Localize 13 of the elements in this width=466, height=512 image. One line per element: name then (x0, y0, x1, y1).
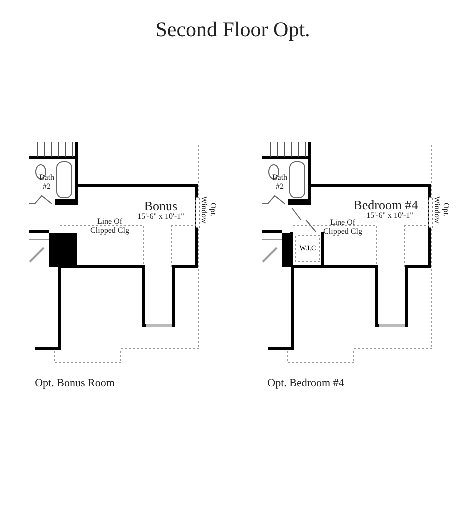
room-label: Bonus (144, 200, 178, 212)
window-note: Opt. Window (199, 195, 217, 225)
plan-caption: Opt. Bedroom #4 (268, 378, 344, 390)
plan-caption: Opt. Bonus Room (35, 378, 115, 390)
room-dimensions: 15'-6" x 10'-1" (138, 213, 184, 221)
room-label: Bath #2 (271, 174, 289, 192)
window-note: Opt. Window (432, 195, 450, 225)
room-label: Bedroom #4 (354, 198, 418, 212)
ceiling-note: Line Of Clipped Clg (90, 218, 130, 236)
room-dimensions: 15'-6" x 10'-1" (366, 212, 414, 220)
plan-title: Second Floor Opt. (156, 20, 310, 40)
ceiling-note: Line Of Clipped Clg (322, 219, 364, 237)
room-label: Bath #2 (38, 174, 56, 192)
